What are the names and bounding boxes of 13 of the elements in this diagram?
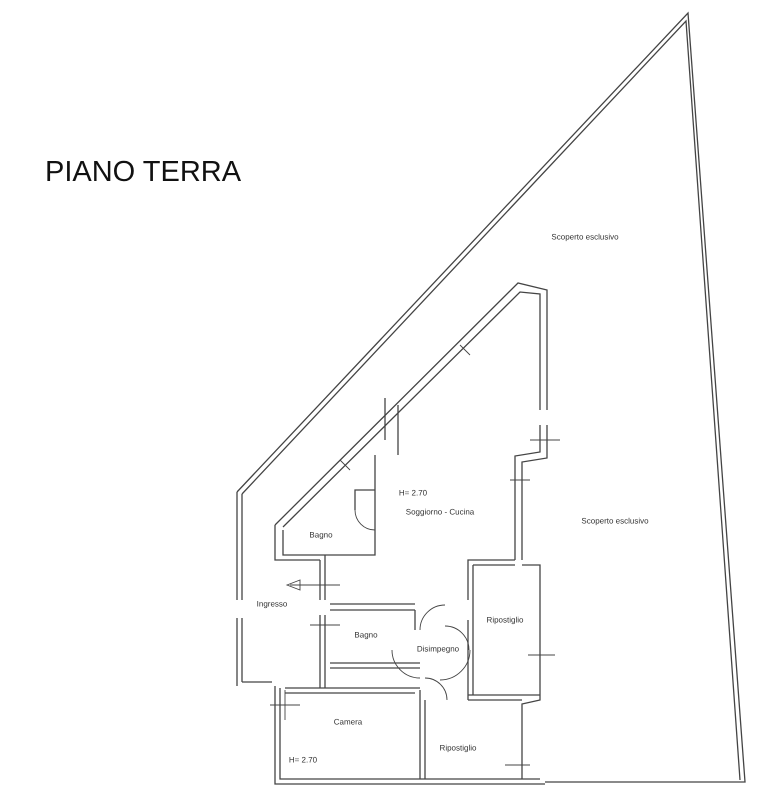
room-label: Scoperto esclusivo [551, 232, 619, 242]
room-label: Scoperto esclusivo [581, 516, 649, 526]
room-label: Ripostiglio [486, 616, 524, 624]
room-label: Soggiorno - Cucina [406, 508, 474, 516]
plan-title: PIANO TERRA [45, 156, 242, 189]
room-label: Disimpegno [416, 644, 460, 654]
room-label: Bagno [309, 530, 333, 540]
room-label: Bagno [354, 630, 378, 640]
room-label: H= 2.70 [288, 756, 318, 764]
room-label: Ingresso [256, 600, 288, 608]
room-label: Ripostiglio [440, 744, 476, 752]
room-label: Camera [334, 718, 362, 726]
room-label: H= 2.70 [398, 488, 428, 498]
